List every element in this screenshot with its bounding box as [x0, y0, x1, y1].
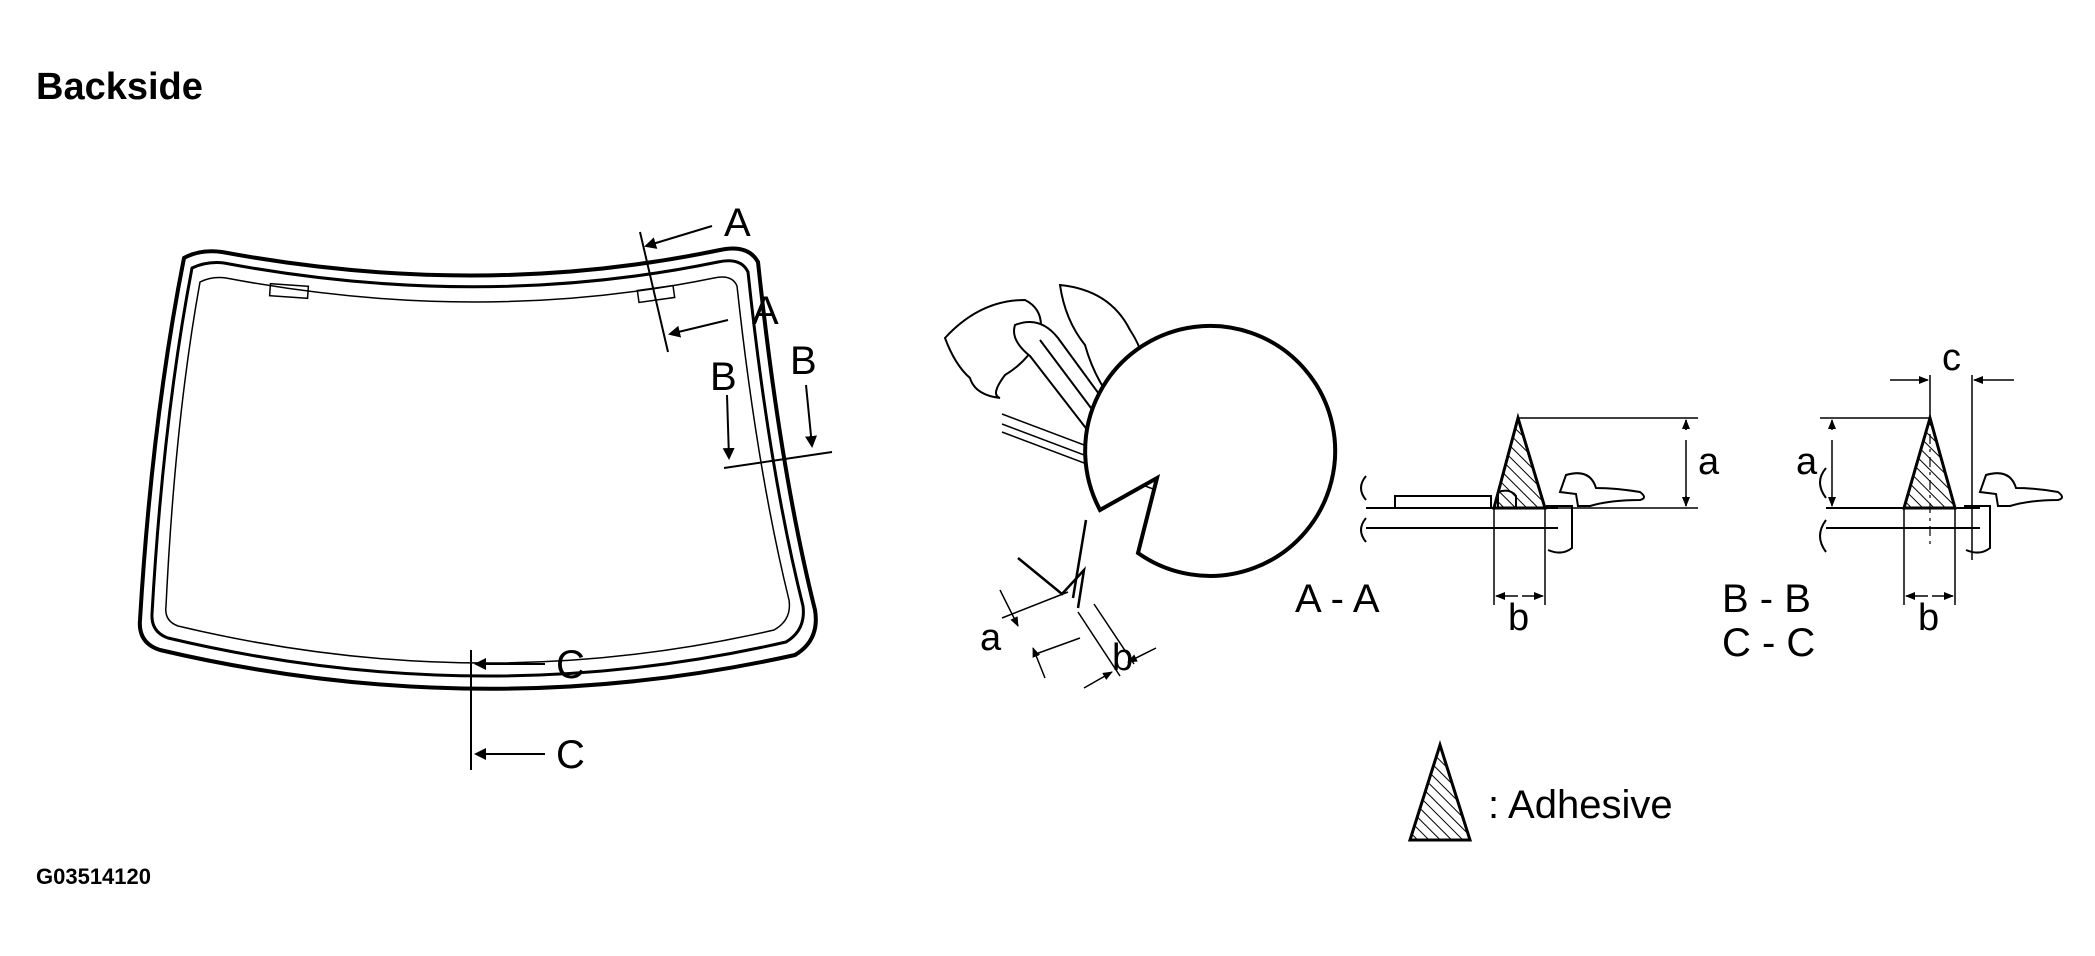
- section-a-cut: [639, 225, 729, 353]
- gun-dim-b: b: [1112, 637, 1133, 679]
- section-aa-label: A - A: [1295, 577, 1380, 621]
- figure-id: G03514120: [36, 864, 151, 889]
- label-b-left: B: [710, 355, 737, 399]
- label-c-bottom: C: [556, 733, 585, 777]
- gun-dim-lines: [999, 589, 1157, 689]
- label-a-top: A: [724, 201, 751, 245]
- section-cc-label: C - C: [1722, 621, 1815, 665]
- section-b-cut: [722, 384, 833, 469]
- section-bb-bead: [1902, 412, 1957, 510]
- section-bb-dims: [1820, 375, 2014, 605]
- adhesive-legend-icon: [1407, 740, 1473, 842]
- section-bb-dim-c: c: [1942, 337, 1961, 379]
- section-aa-dims: [1493, 417, 1698, 605]
- bead-profile-detail: [1017, 519, 1088, 609]
- section-c-cut: [470, 650, 545, 770]
- gun-dim-a: a: [980, 617, 1002, 659]
- windshield-outline: [137, 246, 818, 691]
- magnifier-circle: [1083, 323, 1338, 578]
- section-bb-dim-a: a: [1796, 441, 1818, 483]
- section-aa-bead: [1492, 412, 1548, 510]
- legend-text: : Adhesive: [1488, 783, 1673, 827]
- label-b-right: B: [790, 339, 817, 383]
- label-a-bottom: A: [752, 289, 779, 333]
- section-aa-dim-b: b: [1508, 597, 1529, 639]
- section-bb-dim-b: b: [1918, 597, 1939, 639]
- page-title: Backside: [36, 66, 203, 108]
- section-bb-label: B - B: [1722, 577, 1811, 621]
- section-aa-profile: [1360, 472, 1645, 554]
- label-c-top: C: [556, 643, 585, 687]
- section-aa-dim-a: a: [1698, 441, 1720, 483]
